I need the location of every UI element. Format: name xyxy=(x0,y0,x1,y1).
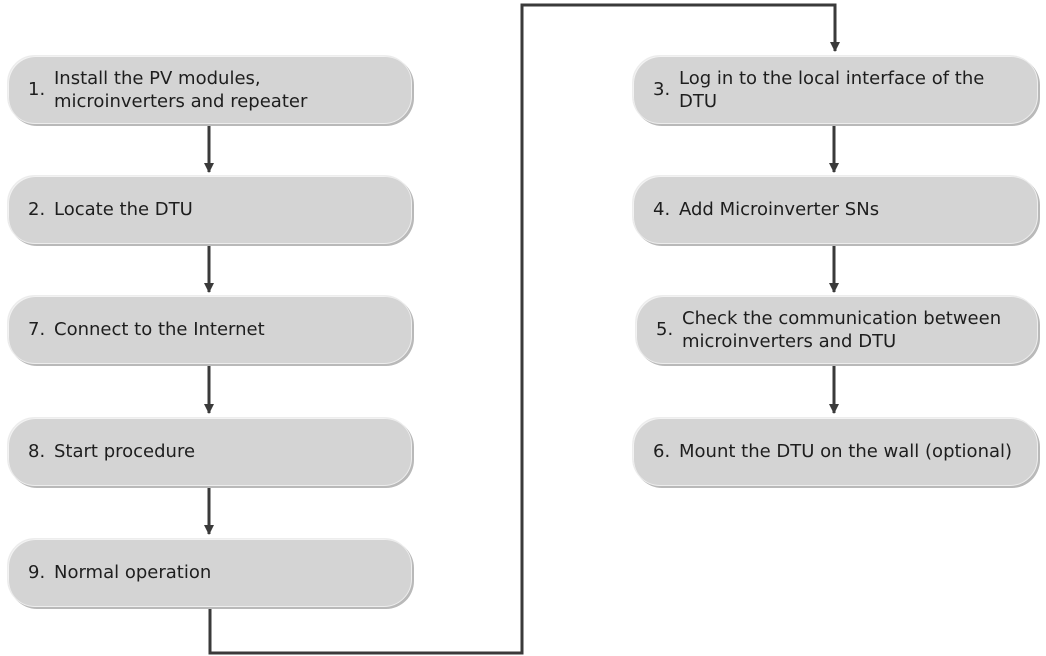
step-connect-internet: 7. Connect to the Internet xyxy=(7,295,412,364)
step-number: 4. xyxy=(653,199,671,220)
step-number: 1. xyxy=(28,79,46,100)
step-number: 5. xyxy=(656,319,674,340)
step-label: Check the communication between microinv… xyxy=(682,307,1002,352)
step-mount-dtu-wall: 6. Mount the DTU on the wall (optional) xyxy=(632,417,1038,486)
step-label: Log in to the local interface of the DTU xyxy=(679,67,985,112)
step-install-pv-modules: 1. Install the PV modules, microinverter… xyxy=(7,55,412,124)
step-number: 6. xyxy=(653,441,671,462)
step-normal-operation: 9. Normal operation xyxy=(7,538,412,607)
step-login-local-interface: 3. Log in to the local interface of the … xyxy=(632,55,1038,124)
step-number: 2. xyxy=(28,199,46,220)
step-number: 3. xyxy=(653,79,671,100)
step-label: Start procedure xyxy=(54,441,196,462)
step-add-microinverter-sns: 4. Add Microinverter SNs xyxy=(632,175,1038,244)
step-label: Locate the DTU xyxy=(54,199,193,220)
step-label: Connect to the Internet xyxy=(54,319,265,340)
step-number: 9. xyxy=(28,562,46,583)
step-number: 7. xyxy=(28,319,46,340)
step-label: Install the PV modules, microinverters a… xyxy=(54,67,308,112)
connector-step9-to-step3 xyxy=(208,3,840,655)
step-start-procedure: 8. Start procedure xyxy=(7,417,412,486)
step-label: Mount the DTU on the wall (optional) xyxy=(679,441,1013,462)
step-number: 8. xyxy=(28,441,46,462)
step-label: Normal operation xyxy=(54,562,212,583)
step-label: Add Microinverter SNs xyxy=(679,199,880,220)
step-locate-dtu: 2. Locate the DTU xyxy=(7,175,412,244)
step-check-communication: 5. Check the communication between micro… xyxy=(635,295,1038,364)
